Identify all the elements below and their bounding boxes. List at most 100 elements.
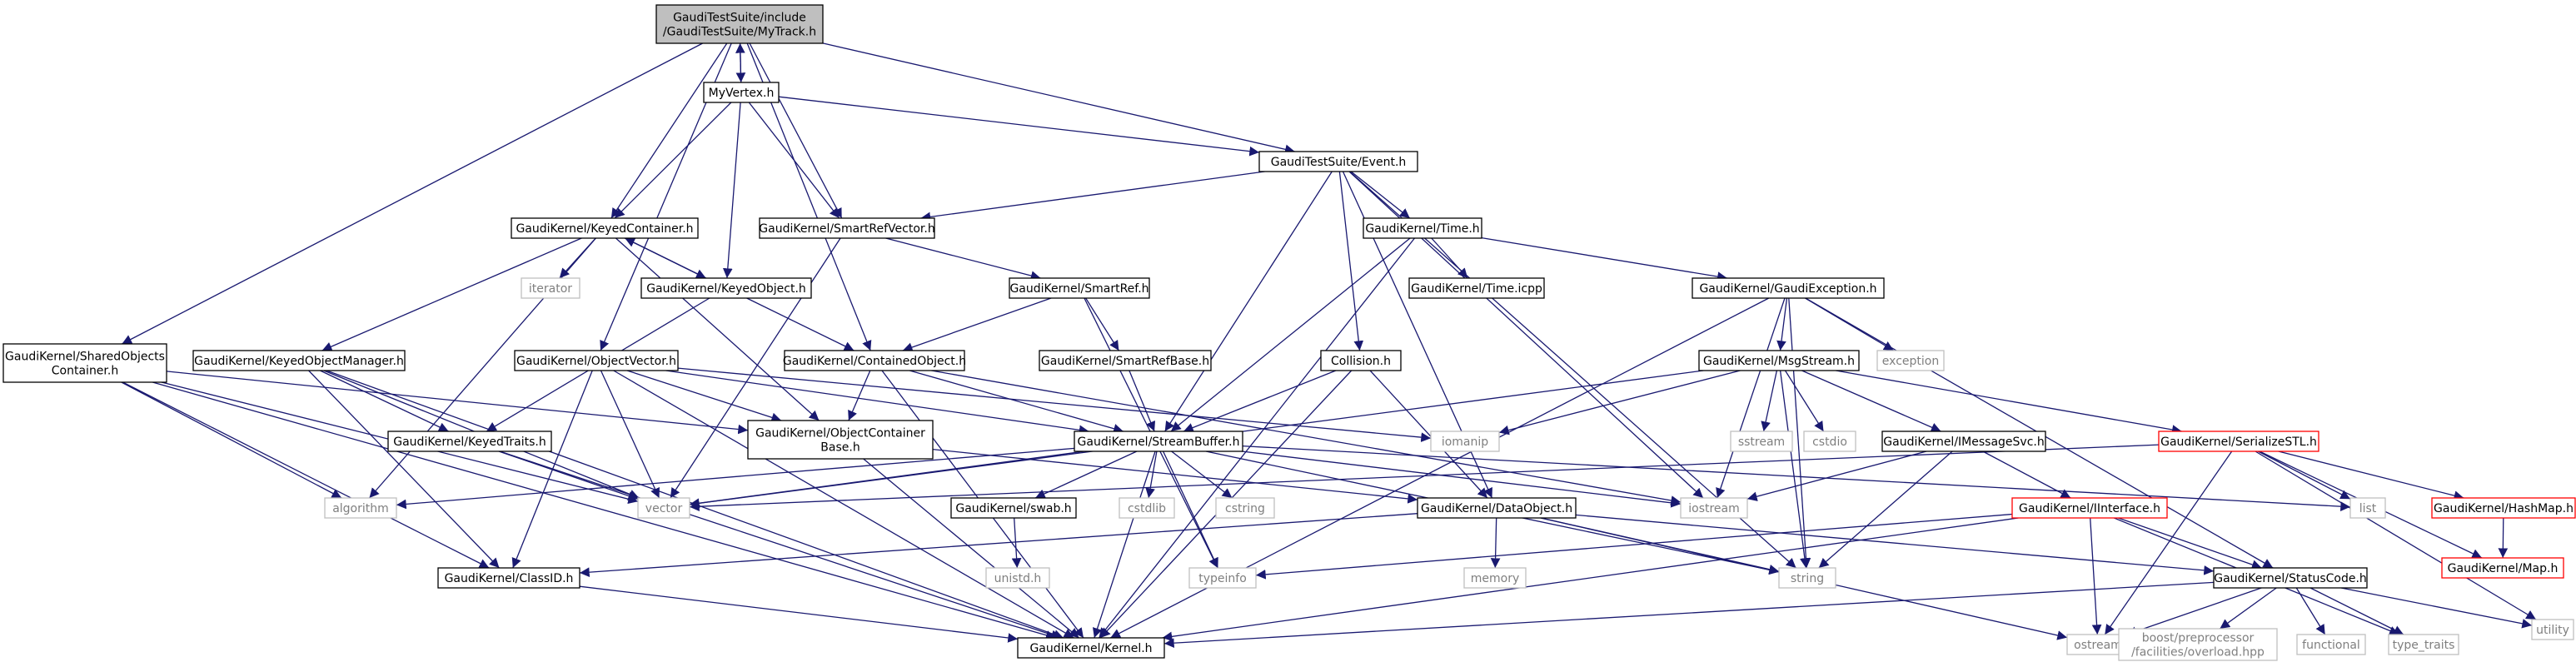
edge-streambuffer-to-typeinfo	[1163, 450, 1218, 569]
node-myvertex[interactable]: MyVertex.h	[703, 82, 780, 103]
node-hashmap[interactable]: GaudiKernel/HashMap.h	[2431, 497, 2576, 519]
node-box	[2011, 497, 2168, 519]
node-label: GaudiKernel/ObjectVector.h	[516, 355, 676, 368]
node-label: cstdio	[1812, 436, 1847, 449]
node-mytrack[interactable]: GaudiTestSuite/include/GaudiTestSuite/My…	[655, 4, 824, 44]
node-map[interactable]: GaudiKernel/Map.h	[2441, 557, 2564, 579]
edge-streambuffer-to-vector	[689, 450, 1084, 509]
edge-dataobject-to-classid	[579, 513, 1418, 578]
node-label: GaudiKernel/StatusCode.h	[2214, 572, 2367, 585]
node-smartrefbase[interactable]: GaudiKernel/SmartRefBase.h	[1039, 350, 1212, 371]
node-label: GaudiKernel/KeyedContainer.h	[516, 222, 693, 236]
dependency-edges	[121, 42, 2537, 649]
node-keyedobjectmanager[interactable]: GaudiKernel/KeyedObjectManager.h	[192, 350, 406, 371]
node-label: GaudiKernel/ContainedObject.h	[783, 355, 966, 368]
node-box	[2, 343, 167, 383]
edge-streambuffer-to-algorithm	[396, 447, 1075, 510]
node-containedobject[interactable]: GaudiKernel/ContainedObject.h	[783, 350, 966, 371]
node-box	[1188, 567, 1257, 589]
edge-sharedobjects-to-objectcontainerbase	[166, 371, 749, 435]
node-box	[2118, 628, 2278, 661]
node-label: cstdlib	[1128, 502, 1166, 515]
node-box	[1215, 497, 1275, 519]
node-time[interactable]: GaudiKernel/Time.h	[1363, 217, 1482, 239]
node-dataobject[interactable]: GaudiKernel/DataObject.h	[1417, 497, 1577, 519]
edge-myvertex-to-keyedobject	[722, 102, 741, 279]
edge-keyedcontainer-to-keyedobjectmanager	[321, 237, 582, 351]
node-box	[1119, 497, 1175, 519]
node-smartrefvector[interactable]: GaudiKernel/SmartRefVector.h	[759, 217, 935, 239]
node-gaudiexception[interactable]: GaudiKernel/GaudiException.h	[1692, 277, 1885, 299]
node-iinterface[interactable]: GaudiKernel/IInterface.h	[2011, 497, 2168, 519]
edge-collision-to-streambuffer	[1183, 370, 1337, 433]
node-box	[703, 82, 780, 103]
node-typeinfo: typeinfo	[1188, 567, 1257, 589]
edge-msgstream-to-iomanip	[1498, 370, 1741, 436]
edge-iinterface-to-ostream	[2090, 517, 2102, 635]
node-box	[521, 277, 580, 299]
node-label: string	[1791, 572, 1824, 585]
node-swab[interactable]: GaudiKernel/swab.h	[950, 497, 1077, 519]
node-label: GaudiKernel/HashMap.h	[2434, 502, 2574, 515]
edge-keyedtraits-to-kernel	[499, 450, 1062, 640]
edge-gaudiexception-to-iostream	[1716, 297, 1786, 499]
node-label: iostream	[1688, 502, 1740, 515]
edge-msgstream-to-string	[1779, 370, 1810, 569]
node-smartref[interactable]: GaudiKernel/SmartRef.h	[1009, 277, 1150, 299]
node-label: exception	[1882, 355, 1939, 368]
edge-imessagesvc-to-string	[1818, 450, 1953, 569]
node-keyedtraits[interactable]: GaudiKernel/KeyedTraits.h	[387, 431, 552, 452]
edge-time-to-gaudiexception	[1481, 236, 1727, 281]
edge-msgstream-to-sstream	[1761, 370, 1778, 432]
node-objectvector[interactable]: GaudiKernel/ObjectVector.h	[514, 350, 679, 371]
node-box	[1009, 277, 1150, 299]
node-serializestl[interactable]: GaudiKernel/SerializeSTL.h	[2158, 431, 2319, 452]
node-event[interactable]: GaudiTestSuite/Event.h	[1258, 151, 1418, 172]
edge-iinterface-to-statuscode	[2118, 517, 2262, 570]
node-label: GaudiKernel/SmartRef.h	[1009, 282, 1148, 296]
node-box	[324, 497, 397, 519]
node-kernel[interactable]: GaudiKernel/Kernel.h	[1017, 637, 1165, 659]
node-timeicpp[interactable]: GaudiKernel/Time.icpp	[1408, 277, 1545, 299]
edge-serializestl-to-utility	[2255, 450, 2537, 620]
edge-objectvector-to-kernel	[613, 370, 1074, 639]
edge-serializestl-to-ostream	[2104, 450, 2233, 635]
node-classid[interactable]: GaudiKernel/ClassID.h	[437, 567, 580, 589]
node-box	[2349, 497, 2386, 519]
node-label: typeinfo	[1198, 572, 1247, 585]
edge-serializestl-to-vector	[689, 444, 2160, 512]
node-label: GaudiKernel/KeyedObjectManager.h	[194, 355, 404, 368]
node-label: functional	[2302, 639, 2360, 652]
node-streambuffer[interactable]: GaudiKernel/StreamBuffer.h	[1074, 431, 1243, 452]
node-iomanip: iomanip	[1430, 431, 1500, 452]
node-collision[interactable]: Collision.h	[1320, 350, 1402, 371]
node-statuscode[interactable]: GaudiKernel/StatusCode.h	[2213, 567, 2368, 589]
node-label: iomanip	[1442, 436, 1488, 449]
edge-time-to-timeicpp	[1431, 237, 1468, 279]
node-iterator: iterator	[521, 277, 580, 299]
node-label: unistd.h	[994, 572, 1042, 585]
node-functional: functional	[2296, 634, 2366, 655]
edge-smartrefvector-to-vector	[670, 237, 841, 499]
node-box	[1876, 350, 1945, 371]
node-box	[637, 497, 690, 519]
node-label: GaudiKernel/ObjectContainer	[755, 427, 925, 441]
edge-containedobject-to-streambuffer	[909, 370, 1124, 434]
node-imessagesvc[interactable]: GaudiKernel/IMessageSvc.h	[1881, 431, 2046, 452]
node-box	[1692, 277, 1885, 299]
node-msgstream[interactable]: GaudiKernel/MsgStream.h	[1698, 350, 1860, 371]
edge-streambuffer-to-kernel	[1092, 450, 1156, 639]
node-keyedobject[interactable]: GaudiKernel/KeyedObject.h	[640, 277, 812, 299]
edge-streambuffer-to-cstring	[1171, 450, 1233, 499]
node-label: ostream	[2074, 639, 2122, 652]
edge-imessagesvc-to-iinterface	[1982, 450, 2071, 499]
node-label: GaudiKernel/ClassID.h	[445, 572, 574, 585]
edge-statuscode-to-kernel	[1163, 581, 2215, 649]
edge-smartrefvector-to-smartref	[885, 237, 1041, 281]
node-keyedcontainer[interactable]: GaudiKernel/KeyedContainer.h	[511, 217, 699, 239]
node-box	[2441, 557, 2564, 579]
node-label: /facilities/overload.hpp	[2131, 646, 2265, 660]
